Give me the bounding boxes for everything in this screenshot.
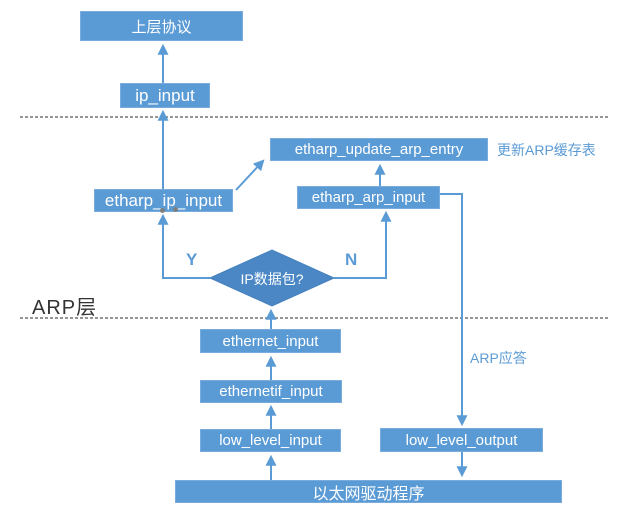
node-etharp-update-arp-entry: etharp_update_arp_entry xyxy=(270,138,488,161)
arp-layer-label: ARP层 xyxy=(32,297,98,319)
decision-label: IP数据包? xyxy=(240,271,304,287)
arrow-etharpip-to-update xyxy=(235,159,265,191)
arrow-yes-branch xyxy=(157,213,210,279)
node-low-level-output: low_level_output xyxy=(380,428,543,452)
node-low-level-input: low_level_input xyxy=(200,429,341,452)
node-etharp-arp-input: etharp_arp_input xyxy=(297,186,440,209)
branch-yes-label: Y xyxy=(186,250,198,269)
annotation-arp-reply: ARP应答 xyxy=(470,350,527,366)
handle-dot-right xyxy=(173,207,178,212)
node-ethernetif-input: ethernetif_input xyxy=(200,380,342,403)
arrow-no-branch xyxy=(334,210,392,279)
handle-dot-left xyxy=(160,208,165,213)
node-ethernet-driver: 以太网驱动程序 xyxy=(175,480,562,503)
arrow-arpreply-to-lowleveloutput xyxy=(440,193,468,427)
branch-no-label: N xyxy=(345,250,358,269)
node-ethernet-input: ethernet_input xyxy=(200,329,341,353)
decision-diamond-ip-packet xyxy=(208,249,336,307)
node-ip-input: ip_input xyxy=(120,83,210,108)
annotation-update-arp-cache: 更新ARP缓存表 xyxy=(497,142,596,158)
node-upper-protocol: 上层协议 xyxy=(80,11,243,41)
node-etharp-ip-input: etharp_ip_input xyxy=(94,189,233,212)
